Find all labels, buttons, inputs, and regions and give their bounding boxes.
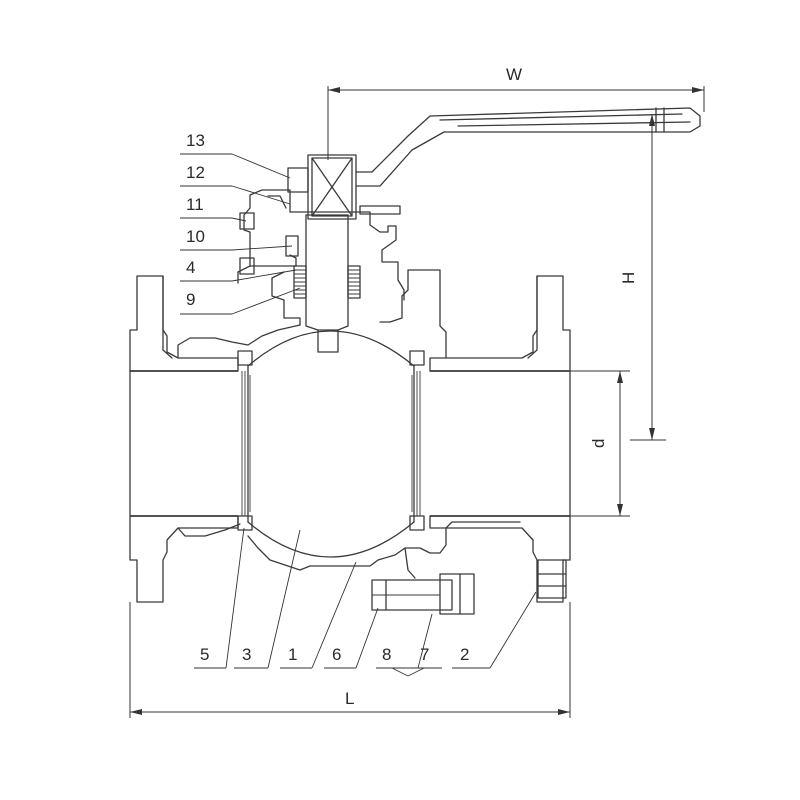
left-flange xyxy=(129,275,239,603)
dimension-w-label: W xyxy=(506,65,522,84)
part-callouts: 13 12 11 10 4 9 5 3 1 6 8 7 2 xyxy=(186,131,469,664)
right-flange xyxy=(429,275,571,603)
leader-lines-lower xyxy=(194,527,537,677)
dimension-l: L xyxy=(129,602,571,718)
part-label-4: 4 xyxy=(186,258,195,277)
stem xyxy=(305,154,357,353)
leader-lines-upper xyxy=(180,153,301,315)
part-label-10: 10 xyxy=(186,227,205,246)
ball xyxy=(241,330,421,558)
drain-plug xyxy=(537,559,567,599)
part-label-5: 5 xyxy=(200,645,209,664)
bottom-bolt xyxy=(371,573,475,615)
part-label-2: 2 xyxy=(460,645,469,664)
gland-bolts xyxy=(239,167,309,275)
part-label-11: 11 xyxy=(186,195,204,214)
bore xyxy=(130,370,570,517)
part-label-1: 1 xyxy=(288,645,297,664)
dimension-w: W xyxy=(327,65,705,160)
part-label-12: 12 xyxy=(186,163,205,182)
dimension-d: d xyxy=(570,370,630,517)
part-label-13: 13 xyxy=(186,131,205,150)
dimension-h: H xyxy=(619,114,666,441)
seat-rings xyxy=(237,350,425,531)
dimension-l-label: L xyxy=(345,689,354,708)
handle-lever xyxy=(355,107,701,215)
packing-springs xyxy=(293,265,361,299)
valve-body xyxy=(162,189,538,579)
dimension-d-label: d xyxy=(589,439,608,448)
part-label-8: 8 xyxy=(382,645,391,664)
part-label-6: 6 xyxy=(332,645,341,664)
part-label-7: 7 xyxy=(420,645,429,664)
part-label-9: 9 xyxy=(186,290,195,309)
dimension-h-label: H xyxy=(619,272,638,284)
part-label-3: 3 xyxy=(242,645,251,664)
